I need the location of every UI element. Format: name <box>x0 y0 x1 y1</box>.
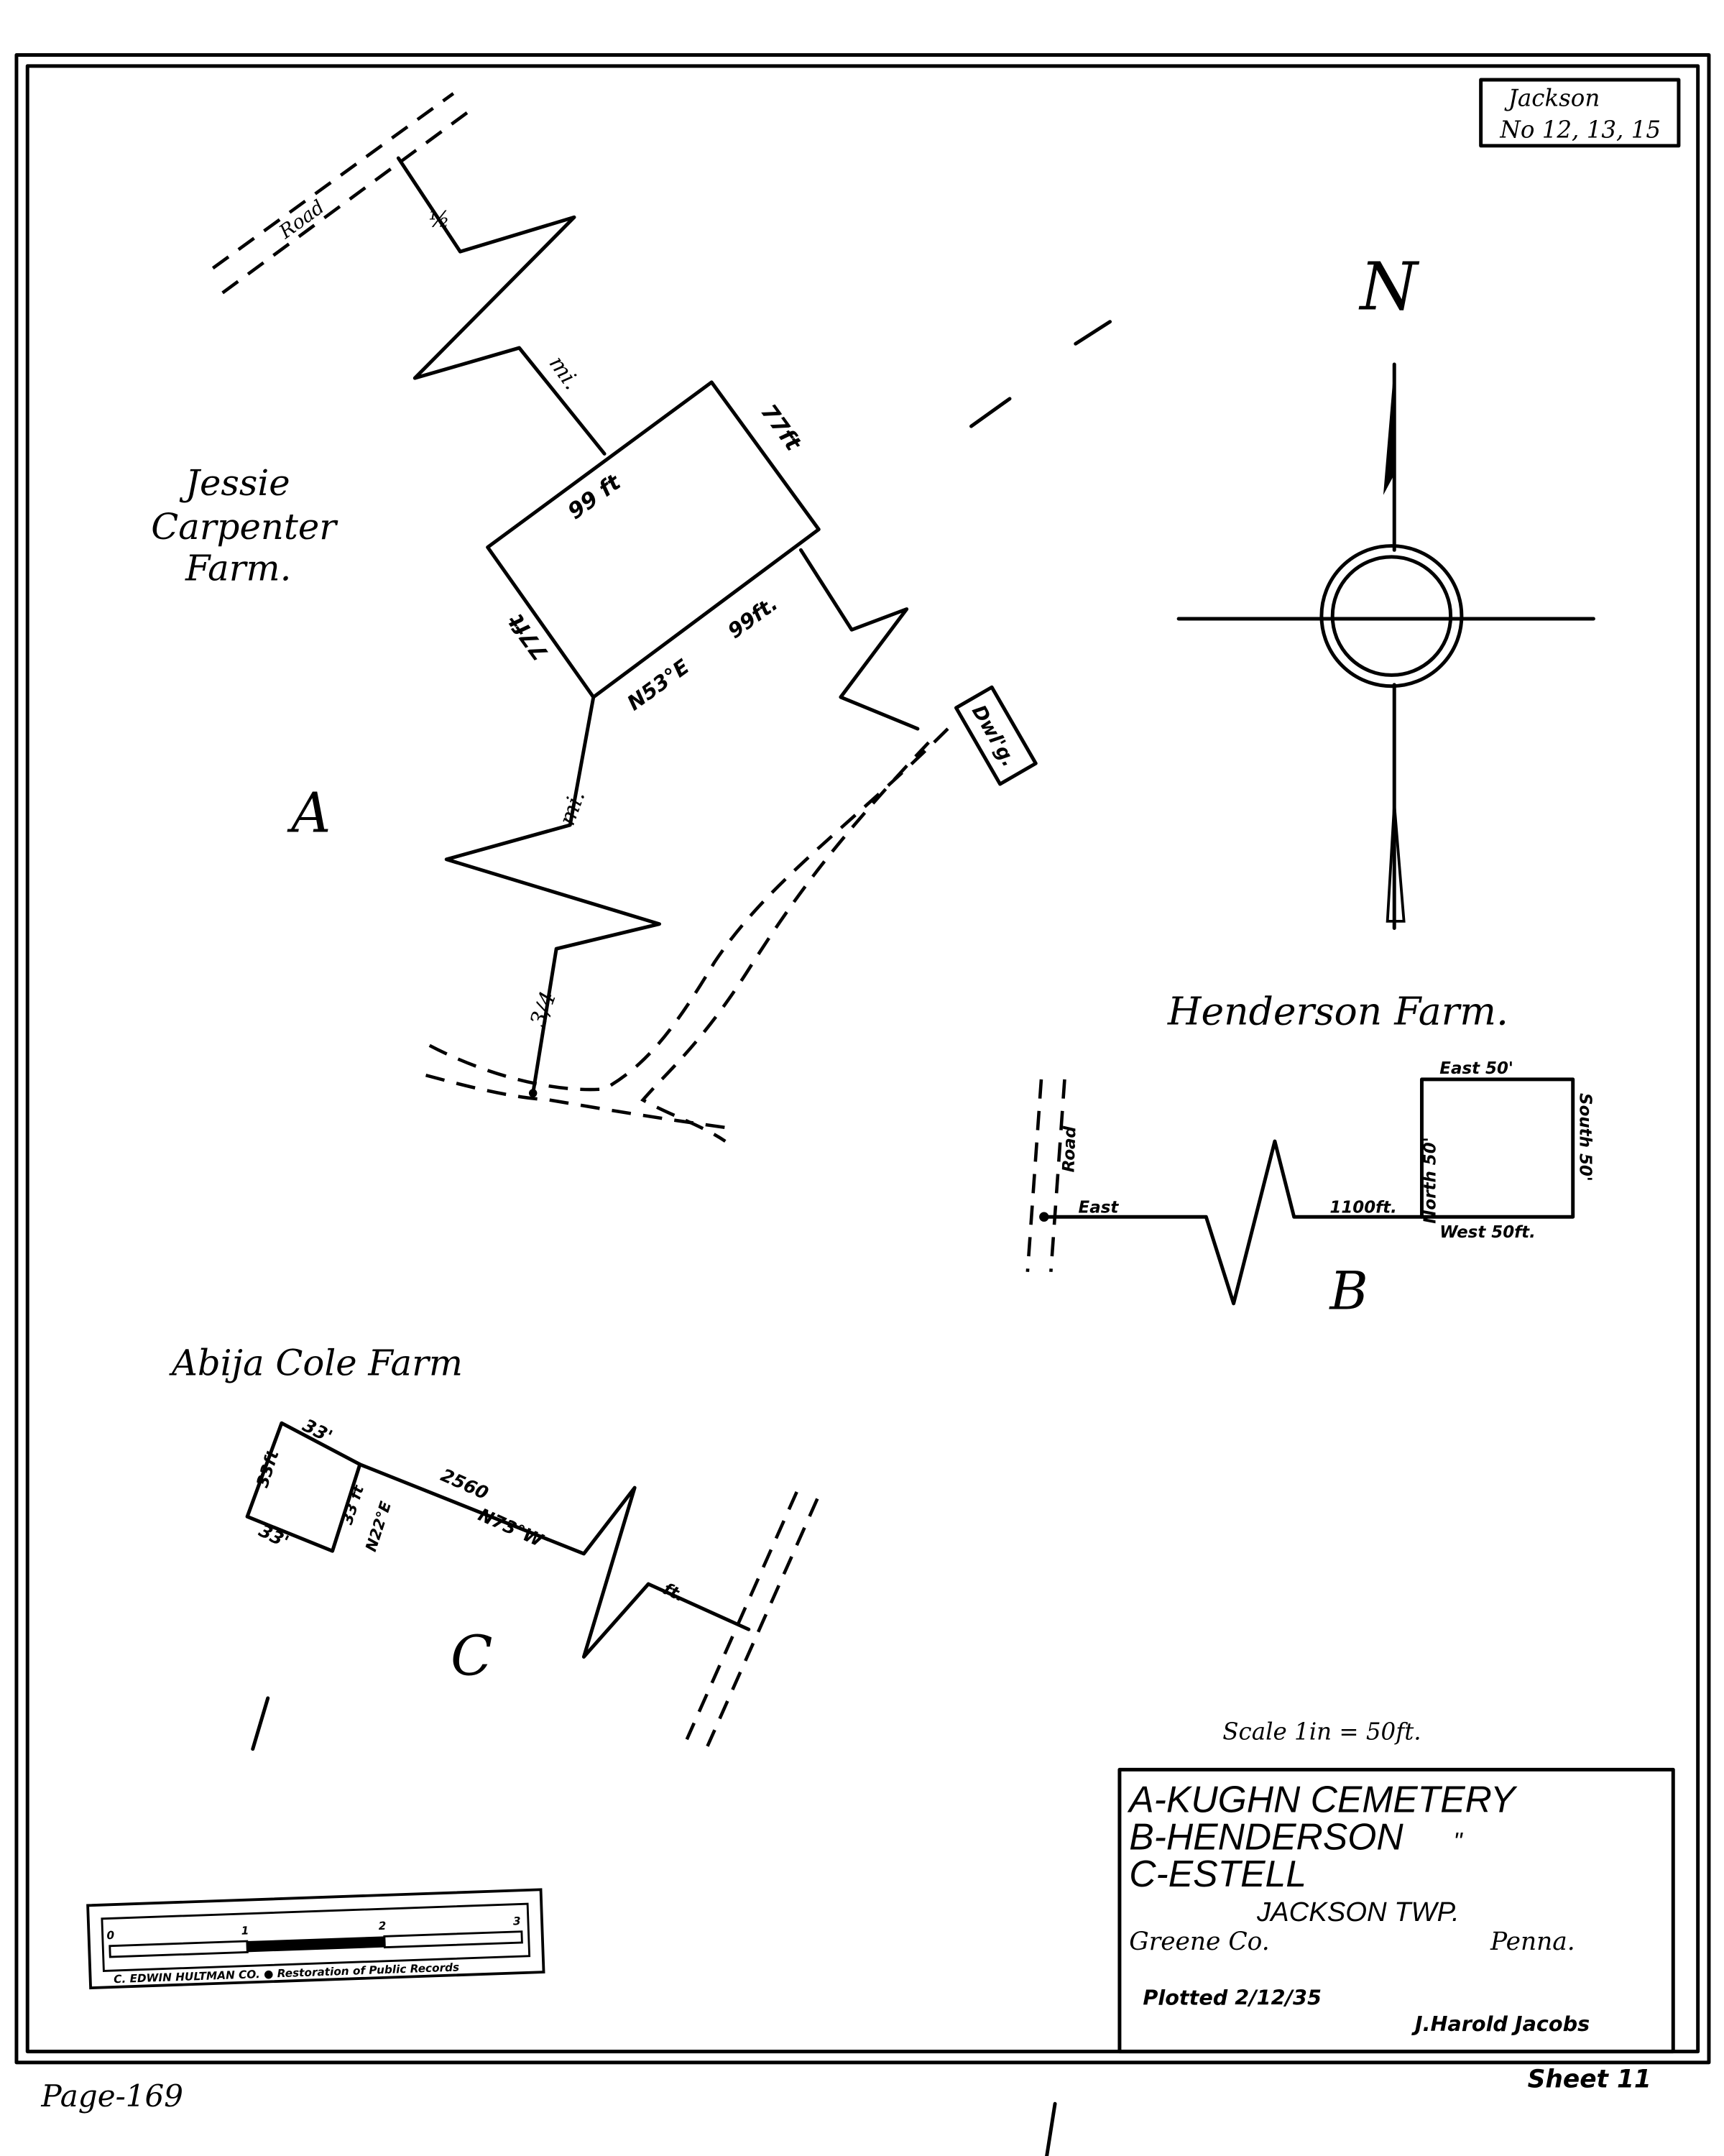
plat-a: Road ½ mi. 99 ft 77ft 77ft N53°E 99ft. D… <box>151 92 1038 1143</box>
svg-text:99 ft: 99 ft <box>563 469 626 525</box>
svg-text:West 50ft.: West 50ft. <box>1439 1223 1536 1242</box>
svg-text:mi.: mi. <box>555 788 590 829</box>
svg-text:East 50': East 50' <box>1439 1059 1513 1078</box>
svg-text:33 ft: 33 ft <box>338 1483 367 1527</box>
svg-text:": " <box>1453 1828 1463 1855</box>
svg-text:North 50': North 50' <box>1421 1137 1440 1224</box>
svg-text:99ft.: 99ft. <box>723 591 782 643</box>
svg-text:N: N <box>1358 248 1419 325</box>
svg-text:Henderson Farm.: Henderson Farm. <box>1167 988 1508 1033</box>
svg-text:Dwl'g.: Dwl'g. <box>967 701 1020 771</box>
svg-text:33ft: 33ft <box>254 1447 283 1490</box>
svg-text:1: 1 <box>241 1924 249 1937</box>
svg-text:½: ½ <box>428 208 450 233</box>
svg-text:East: East <box>1079 1198 1120 1217</box>
scale-note: Scale 1in = 50ft. <box>1222 1718 1421 1745</box>
page-number: Page-169 <box>40 2078 183 2114</box>
svg-text:No 12, 13, 15: No 12, 13, 15 <box>1499 116 1661 143</box>
svg-text:0: 0 <box>106 1929 115 1942</box>
svg-text:Farm.: Farm. <box>185 547 291 589</box>
svg-text:Road: Road <box>1059 1125 1079 1173</box>
svg-text:77ft: 77ft <box>755 400 806 456</box>
inner-border <box>25 64 1700 2054</box>
sheet-number: Sheet 11 <box>1528 2065 1651 2093</box>
svg-text:N73°W: N73°W <box>475 1504 547 1552</box>
svg-text:C-ESTELL: C-ESTELL <box>1129 1853 1306 1894</box>
svg-text:A-KUGHN CEMETERY: A-KUGHN CEMETERY <box>1127 1779 1518 1820</box>
svg-text:33': 33' <box>256 1520 292 1552</box>
svg-text:Greene Co.: Greene Co. <box>1129 1927 1269 1956</box>
svg-text:Jackson: Jackson <box>1504 84 1600 111</box>
svg-text:J.Harold Jacobs: J.Harold Jacobs <box>1411 2012 1590 2036</box>
svg-text:N22°E: N22°E <box>361 1498 395 1554</box>
svg-text:South 50': South 50' <box>1575 1093 1594 1181</box>
svg-text:ft.: ft. <box>660 1580 688 1606</box>
svg-text:Carpenter: Carpenter <box>151 506 338 548</box>
plat-c: Abija Cole Farm 33' 33ft 33' 33 ft N22°E… <box>169 1342 819 1747</box>
svg-text:77ft: 77ft <box>503 609 554 665</box>
title-block: A-KUGHN CEMETERY B-HENDERSON " C-ESTELL … <box>1117 1767 1675 2054</box>
svg-text:Plotted 2/12/35: Plotted 2/12/35 <box>1143 1986 1321 2010</box>
outer-border <box>14 53 1711 2065</box>
north-arrow: N <box>1176 248 1595 930</box>
svg-text:Abija Cole Farm: Abija Cole Farm <box>169 1342 463 1383</box>
scale-bar: 0 1 2 3 C. EDWIN HULTMAN CO. ● Restorati… <box>86 1888 545 1990</box>
plat-b: Henderson Farm. Road East 1100ft. East 5… <box>1025 988 1594 1322</box>
corner-label: Jackson No 12, 13, 15 <box>1479 78 1681 148</box>
svg-text:A: A <box>287 781 331 845</box>
svg-text:B-HENDERSON: B-HENDERSON <box>1129 1815 1403 1857</box>
svg-text:2: 2 <box>378 1920 386 1932</box>
svg-text:Penna.: Penna. <box>1490 1927 1575 1956</box>
svg-text:3: 3 <box>513 1915 521 1927</box>
svg-text:1100ft.: 1100ft. <box>1329 1198 1396 1217</box>
svg-text:C: C <box>451 1624 493 1688</box>
svg-text:33': 33' <box>299 1414 336 1447</box>
svg-text:B: B <box>1328 1261 1368 1322</box>
svg-text:Jessie: Jessie <box>179 462 290 504</box>
svg-text:JACKSON TWP.: JACKSON TWP. <box>1256 1897 1460 1927</box>
svg-text:N53°E: N53°E <box>622 654 693 715</box>
svg-text:3/4: 3/4 <box>526 988 562 1030</box>
